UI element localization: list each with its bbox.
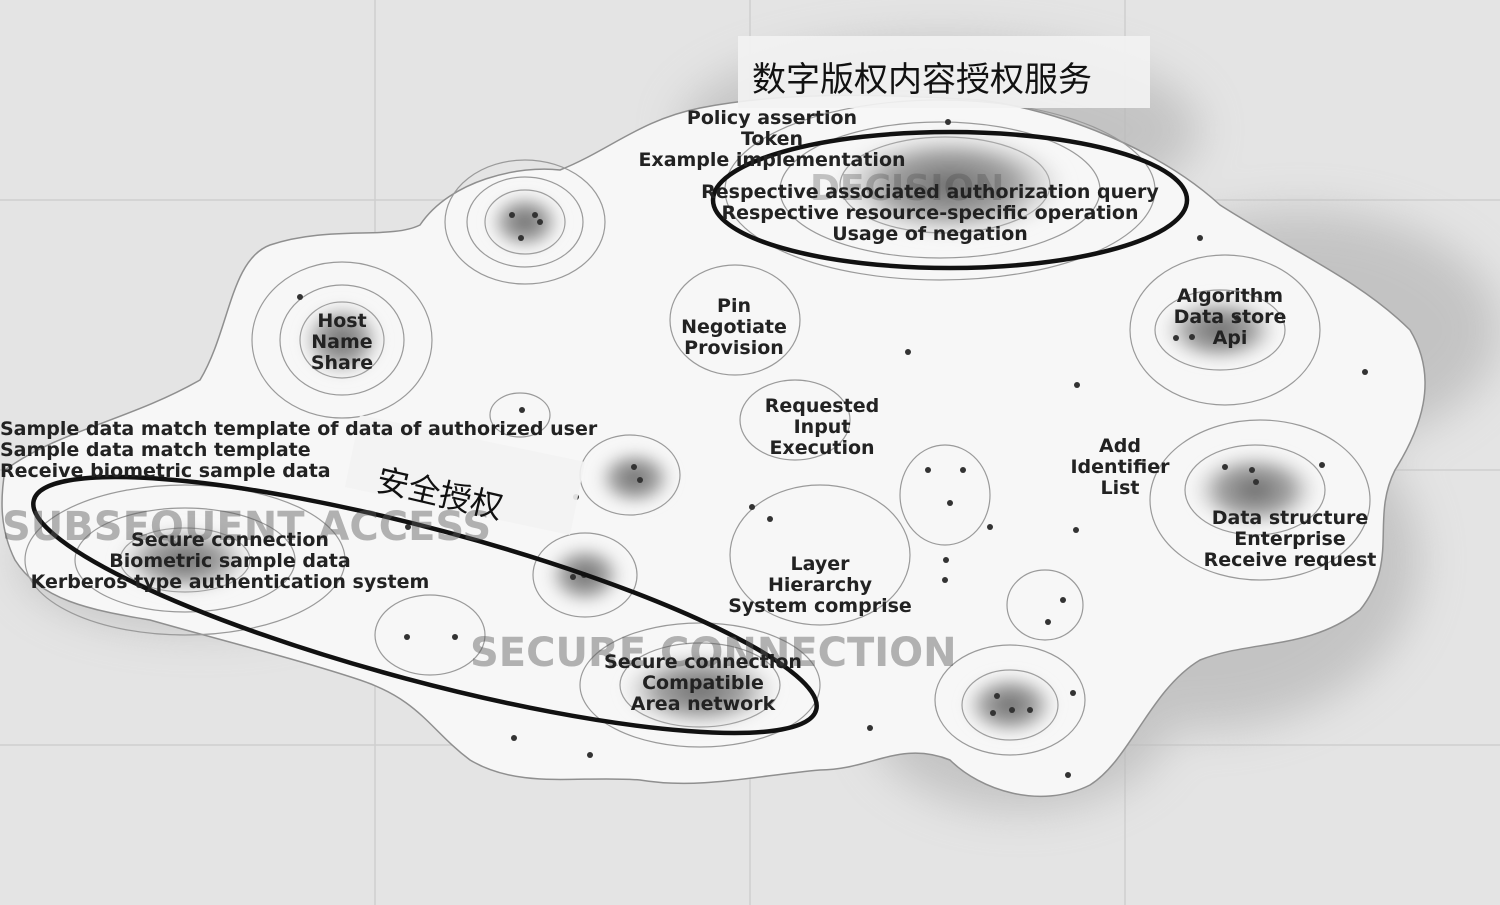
data-points <box>297 119 1368 778</box>
top-annotation-box <box>738 36 1150 108</box>
keyword: Area network <box>630 693 776 715</box>
cluster-label-algorithm: Algorithm Data store Api <box>1150 286 1310 349</box>
keyword: Add <box>1099 435 1141 457</box>
keyword: Provision <box>684 337 784 359</box>
keyword: Enterprise <box>1234 528 1346 550</box>
keyword: Name <box>311 331 373 353</box>
authorization-ellipse <box>710 129 1190 271</box>
keyword: Hierarchy <box>767 574 873 596</box>
keyword: Respective resource-specific operation <box>721 202 1139 224</box>
land-mass <box>1 94 1426 798</box>
keyword: Respective associated authorization quer… <box>701 181 1159 203</box>
keyword: List <box>1100 477 1140 499</box>
keyword: Host <box>317 310 367 332</box>
region-caption-secure-connection: SECURE CONNECTION <box>470 630 957 676</box>
region-caption-subsequent-access: SUBSEQUENT ACCESS <box>2 504 492 550</box>
keyword: Usage of negation <box>832 223 1028 245</box>
density-peaks <box>115 130 1320 738</box>
keyword: System comprise <box>728 595 912 617</box>
keyword: Data structure <box>1211 507 1369 529</box>
annotation-ellipses <box>31 129 1190 736</box>
keyword: Negotiate <box>681 316 787 338</box>
keyword: Token <box>740 128 804 150</box>
region-caption-decision: DECISION <box>810 168 1005 209</box>
keyword: Compatible <box>642 672 764 694</box>
keyword: Layer <box>790 553 850 575</box>
keyword: Biometric sample data <box>109 550 351 572</box>
keyword: Example implementation <box>638 149 906 171</box>
keyword: Secure connection <box>131 529 329 551</box>
keyword: Kerberos type authentication system <box>30 571 430 593</box>
keyword: Secure connection <box>604 651 802 673</box>
keyword: Api <box>1212 327 1248 349</box>
security-ellipse <box>31 474 819 736</box>
keyword: Sample data match template <box>0 439 311 461</box>
keyword: Share <box>310 352 374 374</box>
cluster-label-authorization: Respective associated authorization quer… <box>660 182 1200 245</box>
cluster-label-add: Add Identifier List <box>1050 436 1190 499</box>
cluster-label-policy: Policy assertion Token Example implement… <box>612 108 932 171</box>
cluster-label-secure: Secure connection Compatible Area networ… <box>583 652 823 715</box>
cluster-label-layer: Layer Hierarchy System comprise <box>700 554 940 617</box>
keyword: Algorithm <box>1176 285 1284 307</box>
keyword: Requested <box>764 395 880 417</box>
cluster-label-sample: Sample data match template of data of au… <box>0 419 597 482</box>
cluster-label-pin: Pin Negotiate Provision <box>664 296 804 359</box>
cluster-label-requested: Requested Input Execution <box>742 396 902 459</box>
keyword: Identifier <box>1070 456 1170 478</box>
keyword: Sample data match template of data of au… <box>0 418 598 440</box>
keyword: Pin <box>717 295 751 317</box>
cluster-label-data-structure: Data structure Enterprise Receive reques… <box>1180 508 1400 571</box>
left-annotation-box <box>345 415 585 535</box>
top-annotation: 数字版权内容授权服务 <box>752 60 1092 100</box>
keyword: Receive request <box>1203 549 1377 571</box>
keyword: Input <box>793 416 851 438</box>
keyword: Execution <box>769 437 875 459</box>
keyword: Receive biometric sample data <box>0 460 331 482</box>
cluster-label-biometric: Secure connection Biometric sample data … <box>0 530 460 593</box>
cluster-label-host: Host Name Share <box>282 311 402 374</box>
keyword: Policy assertion <box>686 107 858 129</box>
keyword: Data store <box>1173 306 1287 328</box>
